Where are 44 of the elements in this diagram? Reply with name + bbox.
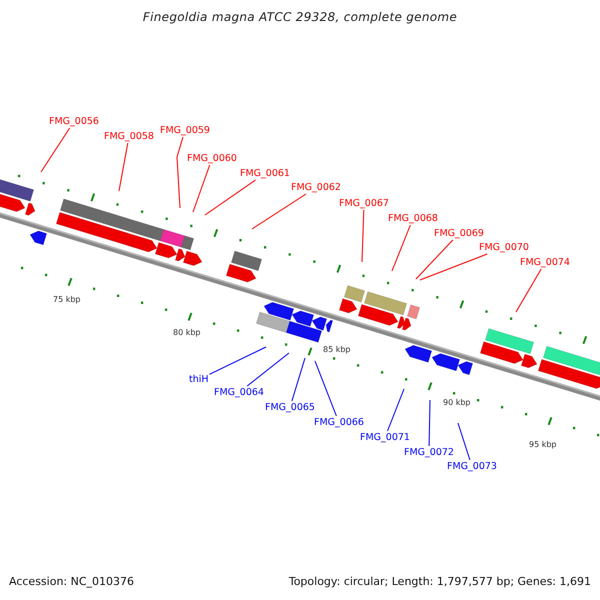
map-title: Finegoldia magna ATCC 29328, complete genome <box>142 10 458 24</box>
leader-line <box>246 352 290 386</box>
leader-line <box>40 128 70 172</box>
gene-label: FMG_0059 <box>160 125 210 136</box>
leader-line <box>428 400 430 446</box>
scale-label: 95 kbp <box>529 440 557 449</box>
leader-line <box>516 268 542 312</box>
gene-label: FMG_0058 <box>104 131 154 142</box>
gene-label: FMG_0069 <box>434 228 484 239</box>
leader-line <box>392 224 411 272</box>
gene-label: FMG_0072 <box>404 447 454 458</box>
gene-label: FMG_0070 <box>479 242 529 253</box>
gene-label: FMG_0071 <box>360 432 410 443</box>
gene-label: FMG_0068 <box>388 213 438 224</box>
scale-label: 85 kbp <box>323 345 351 354</box>
gene-label: FMG_0065 <box>265 402 315 413</box>
gene-label: FMG_0060 <box>187 153 237 164</box>
leader-line <box>118 142 128 192</box>
leader-line <box>209 346 266 375</box>
leader-line <box>291 358 306 402</box>
leader-line <box>176 136 184 208</box>
leader-line <box>362 210 364 262</box>
gene-label: FMG_0073 <box>447 461 497 472</box>
gene-label: FMG_0064 <box>214 387 264 398</box>
leader-line <box>458 422 470 460</box>
scale-label: 90 kbp <box>443 398 471 407</box>
gene-label: thiH <box>189 374 209 385</box>
gene-label: FMG_0056 <box>49 116 99 127</box>
gene-label: FMG_0061 <box>240 168 290 179</box>
footer-text: Topology: circular; Length: 1,797,577 bp; Genes: 1,691 <box>288 575 591 588</box>
gene-label: FMG_0062 <box>291 182 341 193</box>
leader-line <box>416 240 454 280</box>
leader-line <box>192 164 210 212</box>
leader-line <box>387 388 404 432</box>
leader-line <box>314 360 337 416</box>
leader-line <box>420 254 488 280</box>
gene-label: FMG_0074 <box>520 257 570 268</box>
scale-label: 80 kbp <box>173 328 201 337</box>
leader-line <box>252 194 306 230</box>
footer-text: Accession: NC_010376 <box>9 575 134 588</box>
gene-label: FMG_0066 <box>314 417 364 428</box>
leader-line <box>204 180 256 216</box>
gene-label: FMG_0067 <box>339 198 389 209</box>
scale-label: 75 kbp <box>53 295 81 304</box>
